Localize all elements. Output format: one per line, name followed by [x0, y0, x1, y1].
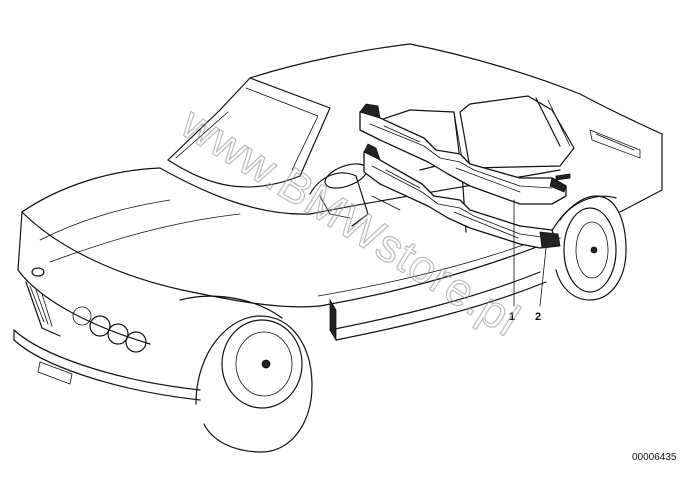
callout-1-label: 1: [509, 311, 515, 323]
callout-2-leader: [539, 247, 547, 307]
part-2-lower-trim-rail[interactable]: [363, 143, 561, 249]
part-1-upper-trim-rail[interactable]: [359, 103, 567, 205]
diagram-reference-code: 00006435: [632, 452, 677, 463]
callout-2-label: 2: [535, 311, 541, 323]
callout-leaders: [513, 199, 547, 307]
front-wheel: [179, 295, 313, 453]
rear-wheel: [547, 195, 627, 301]
car-body-outline: [13, 43, 663, 401]
